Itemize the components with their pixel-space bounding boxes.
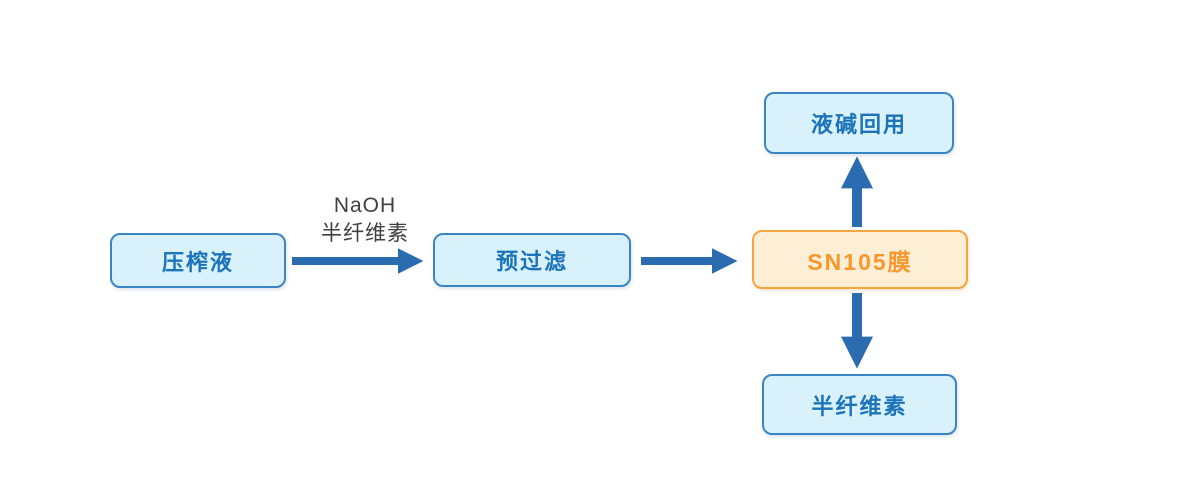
edge-label-naoh-hemicellulose: NaOH 半纤维素 [286,192,444,248]
node-pre-filter: 预过滤 [433,233,631,287]
edge-label-line1: NaOH [333,194,397,217]
node-sn105-membrane: SN105膜 [752,230,968,289]
node-alkali-recycle-label: 液碱回用 [810,112,907,137]
node-pre-filter-label: 预过滤 [495,249,568,274]
node-hemicellulose: 半纤维素 [762,374,957,435]
node-alkali-recycle: 液碱回用 [764,92,954,154]
node-press-liquid: 压榨液 [110,233,286,288]
edge-label-line2: 半纤维素 [321,222,409,245]
node-hemicellulose-label: 半纤维素 [811,393,908,419]
node-sn105-membrane-label: SN105膜 [807,248,913,275]
node-press-liquid-label: 压榨液 [161,249,234,275]
